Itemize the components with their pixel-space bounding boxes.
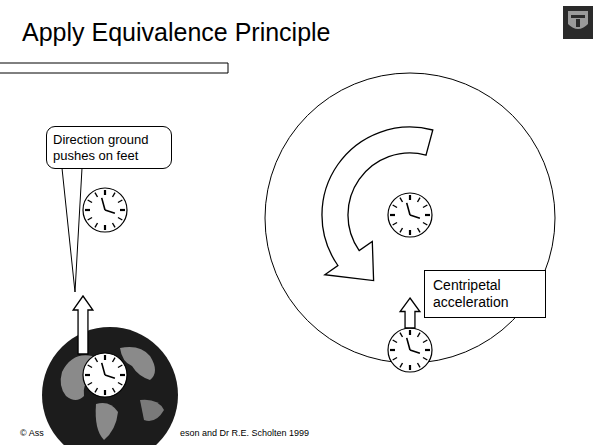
clock <box>388 328 432 372</box>
push-arrow <box>73 296 93 354</box>
copyright-text: eson and Dr R.E. Scholten 1999 <box>180 428 309 438</box>
node-text: Centripetal acceleration <box>433 277 537 311</box>
callout-tail <box>62 168 82 292</box>
slide-title: Apply Equivalence Principle <box>22 18 331 47</box>
rotation-arrow <box>322 127 433 281</box>
clock <box>388 193 432 237</box>
title-rule <box>0 63 228 73</box>
label-box: Centripetal acceleration <box>424 270 546 318</box>
earth <box>42 327 178 445</box>
callout-bubble: Direction ground pushes on feet <box>46 126 172 169</box>
copyright-text: © Ass <box>20 428 44 438</box>
logo <box>563 6 593 39</box>
acceleration-arrow <box>400 298 420 328</box>
clock <box>83 353 127 397</box>
clock <box>83 188 127 232</box>
rotation-circle <box>265 73 555 363</box>
node-text: Direction ground pushes on feet <box>53 132 165 163</box>
